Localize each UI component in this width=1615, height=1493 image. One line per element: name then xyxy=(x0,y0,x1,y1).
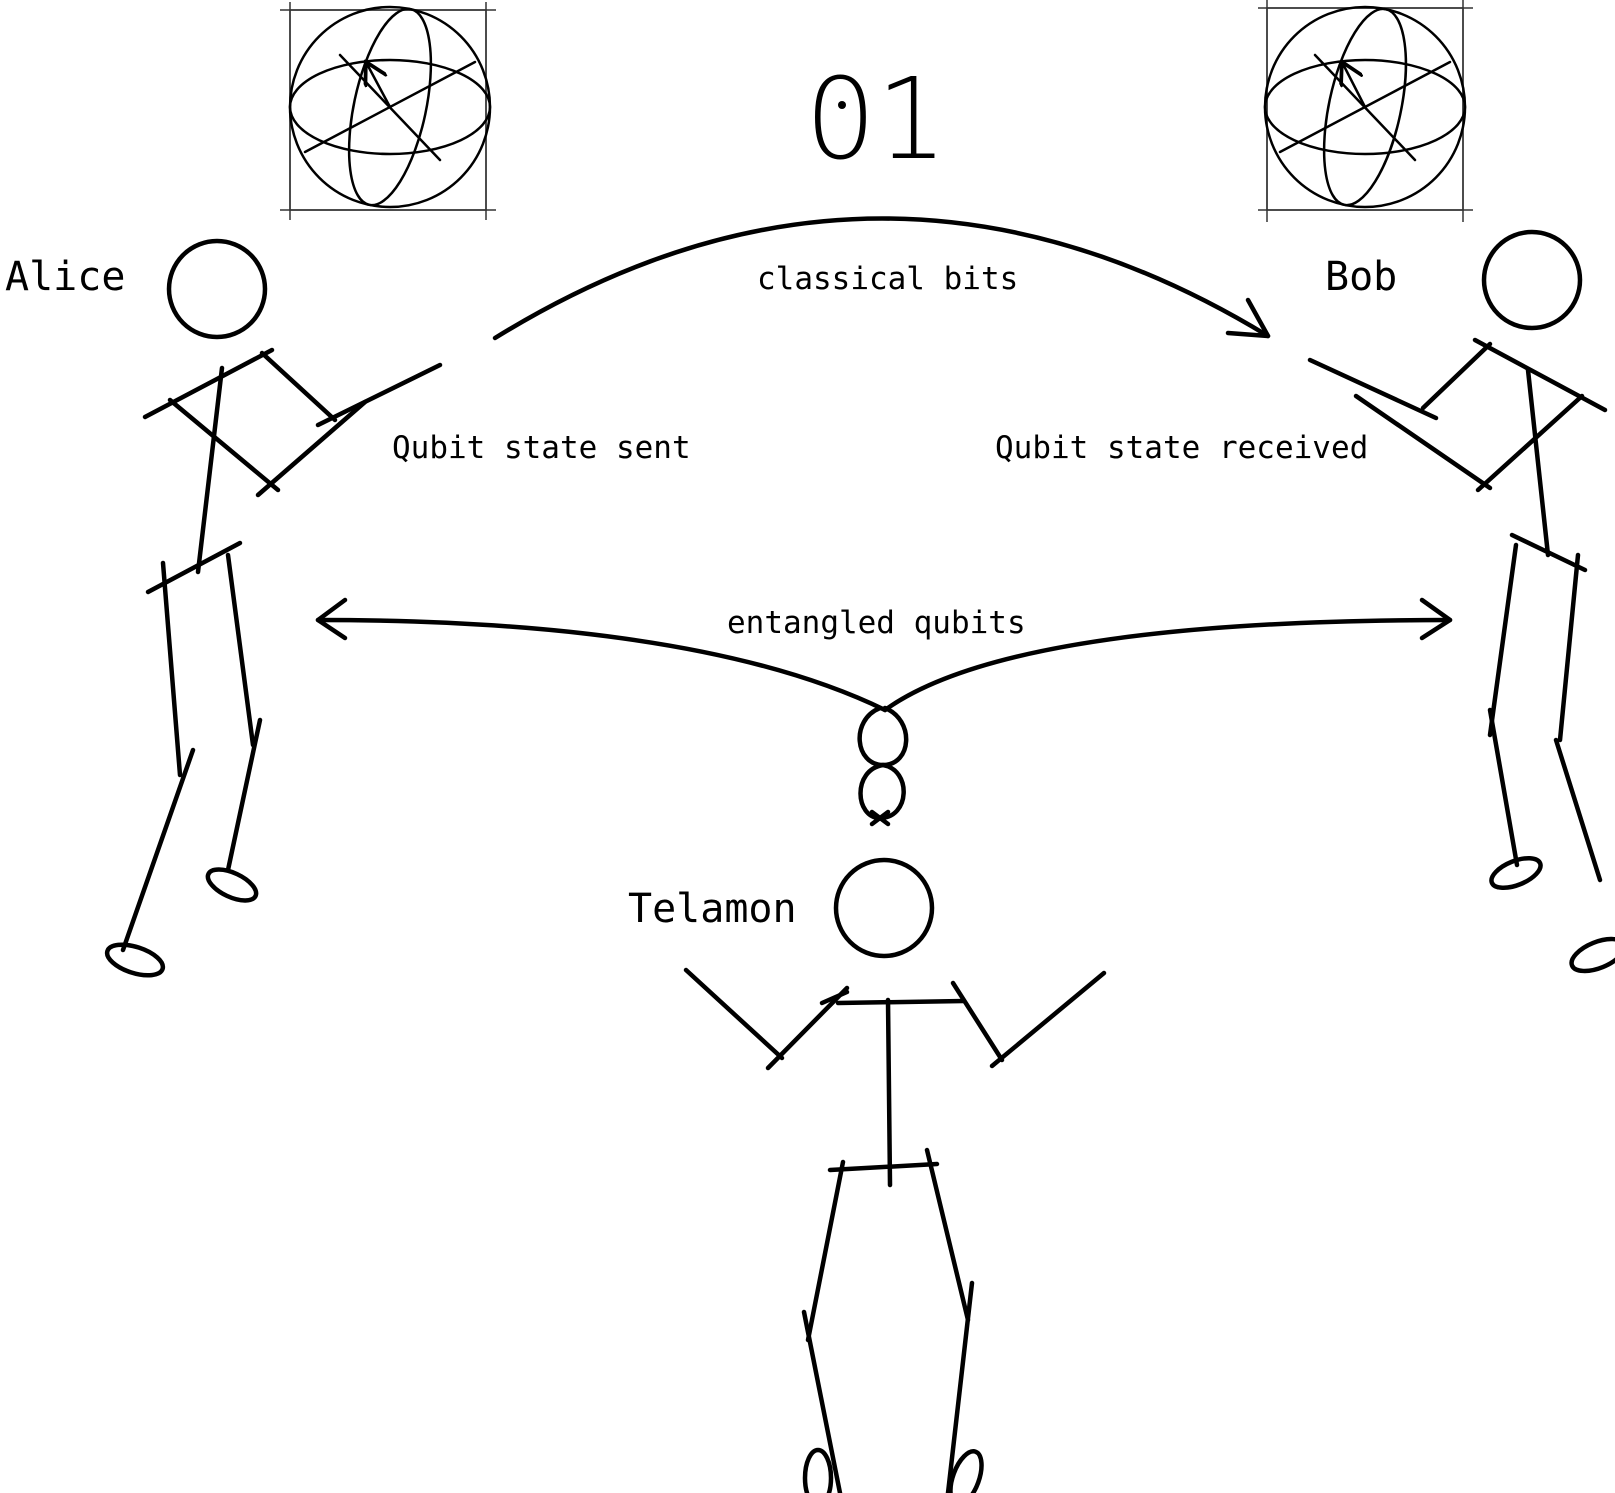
alice-label: Alice xyxy=(5,254,125,300)
classical-bits-arrow xyxy=(492,216,1271,341)
bob-figure xyxy=(1307,229,1615,974)
alice-bloch-sphere-icon xyxy=(280,2,496,220)
telamon-label: Telamon xyxy=(628,886,797,932)
entangled-qubits-arrow xyxy=(315,597,1453,827)
entangled-qubits-label: entangled qubits xyxy=(727,605,1026,641)
bob-bloch-sphere-icon xyxy=(1258,0,1473,222)
qubit-sent-label: Qubit state sent xyxy=(392,430,691,466)
bob-label: Bob xyxy=(1325,254,1397,300)
counter-dot xyxy=(838,101,846,109)
alice-figure xyxy=(104,238,443,978)
telamon-figure xyxy=(683,857,1107,1493)
qubit-received-label: Qubit state received xyxy=(995,430,1368,466)
classical-bits-label: classical bits xyxy=(757,261,1018,297)
counter-label: 01 xyxy=(805,55,948,185)
